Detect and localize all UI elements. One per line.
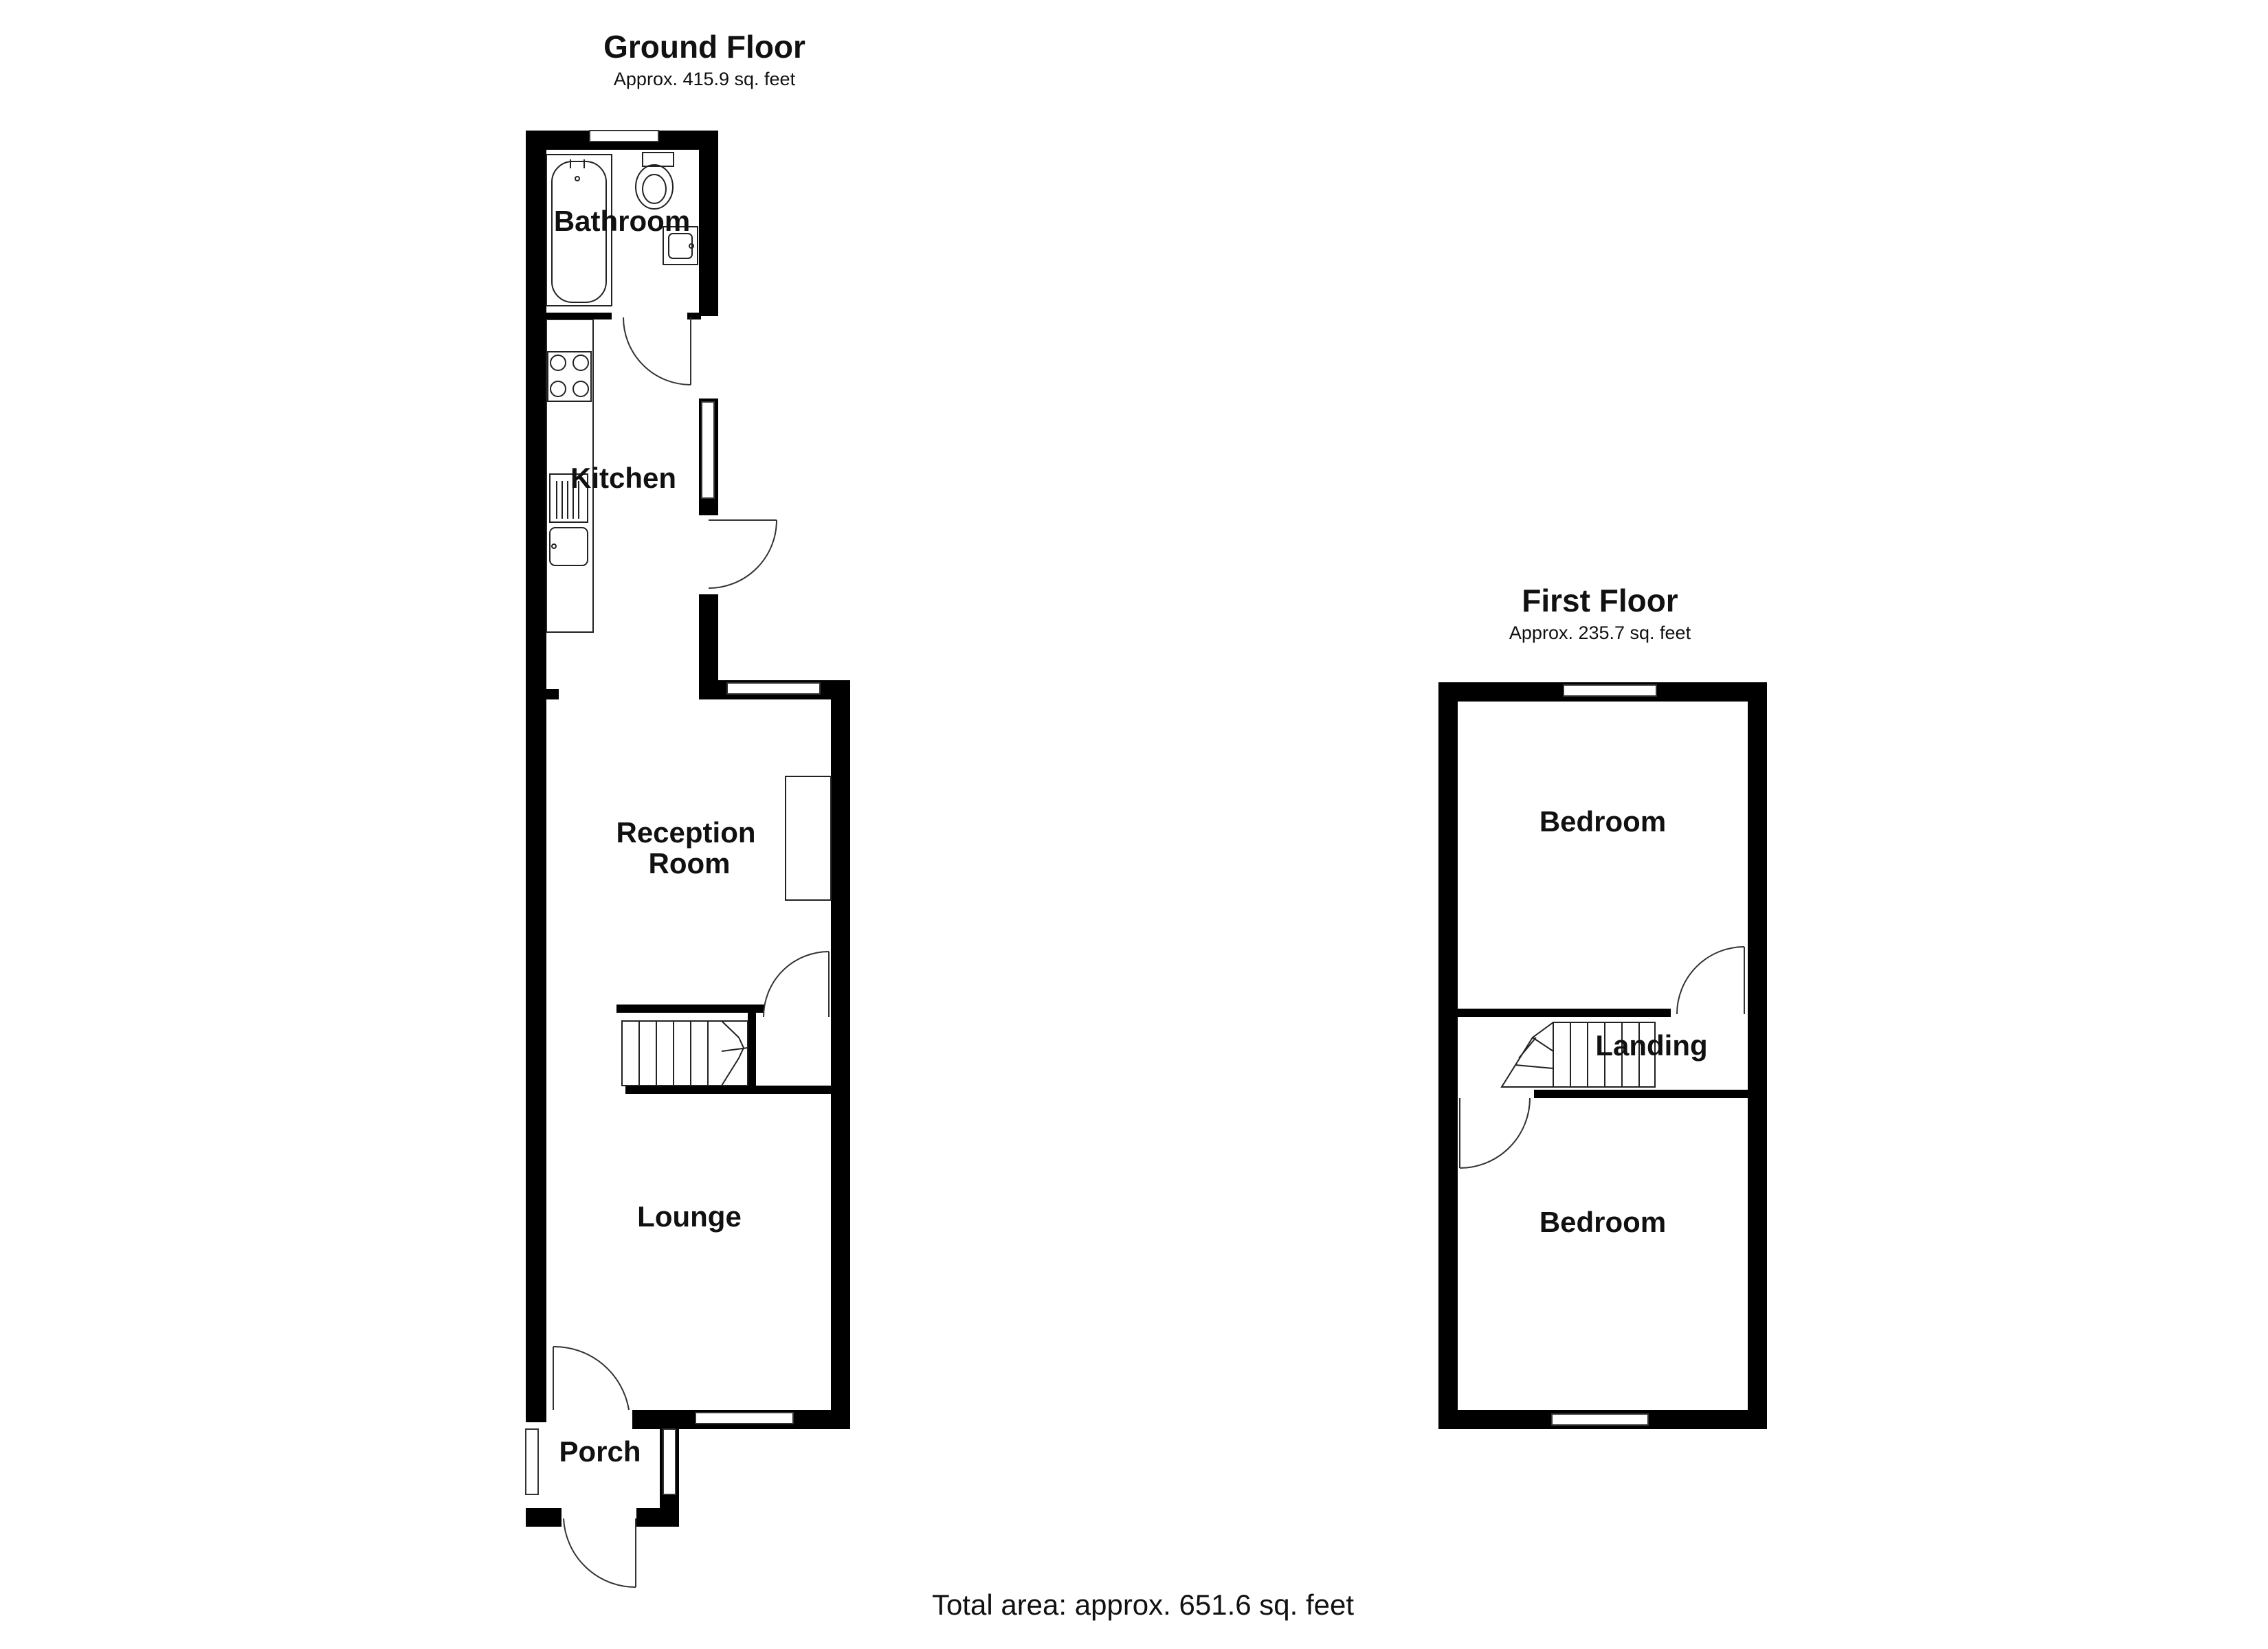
first-floor-area: Approx. 235.7 sq. feet (1509, 622, 1691, 643)
staircase-first (1500, 1022, 1656, 1088)
first-floor-title: First Floor (1522, 583, 1678, 618)
wall-left-outer (526, 131, 546, 1422)
room-label-reception-line2: Room (649, 847, 731, 879)
wall-right-bathroom (699, 131, 718, 316)
window-kitchen (701, 401, 715, 499)
bath-tub-icon (546, 154, 612, 306)
ff-window-rear (1563, 684, 1657, 697)
window-bathroom (589, 130, 659, 142)
wall-stair-top (616, 1005, 764, 1013)
window-porch-right (663, 1428, 676, 1495)
ground-floor-title: Ground Floor (603, 29, 805, 65)
door-reception (763, 951, 830, 1018)
wall-stub-reception (546, 689, 559, 699)
door-porch-inner (553, 1345, 630, 1411)
kitchen-worktop (546, 319, 594, 633)
ff-wall-left (1438, 682, 1458, 1429)
window-porch-left (525, 1428, 539, 1495)
window-reception (726, 682, 821, 695)
first-floor-plan: First Floor Approx. 235.7 sq. feet (1438, 583, 1767, 1429)
ff-window-front (1551, 1413, 1649, 1426)
room-label-reception-line1: Reception (616, 816, 755, 849)
room-label-bedroom-front: Bedroom (1539, 1206, 1666, 1238)
door-porch-outer (563, 1518, 636, 1589)
wall-porch-bottom-left (526, 1508, 562, 1527)
door-bathroom (623, 317, 691, 385)
ff-door-bedroom-front (1459, 1097, 1531, 1169)
wall-bathroom-kitchen-right (687, 313, 701, 319)
ff-wall-landing-bedroom (1534, 1090, 1748, 1098)
room-label-porch: Porch (559, 1435, 641, 1468)
room-label-bedroom-rear: Bedroom (1539, 805, 1666, 838)
sink-icon (549, 473, 588, 566)
wall-bathroom-kitchen (546, 313, 612, 319)
total-area: Total area: approx. 651.6 sq. feet (932, 1589, 1354, 1621)
staircase-ground (621, 1020, 748, 1086)
ground-floor-area: Approx. 415.9 sq. feet (614, 69, 796, 89)
wall-porch-bottom-right (636, 1508, 679, 1527)
room-label-lounge: Lounge (637, 1200, 742, 1233)
wall-stair-side (748, 1005, 756, 1094)
chimney-breast (785, 776, 832, 901)
ff-wall-right (1748, 682, 1767, 1429)
hob-icon (547, 351, 592, 402)
door-kitchen-back (708, 519, 777, 589)
wall-stair-bottom (625, 1086, 832, 1094)
basin-icon (663, 226, 698, 265)
ff-wall-bedroom-landing (1458, 1009, 1671, 1017)
wall-right-main (831, 680, 850, 1429)
room-label-kitchen: Kitchen (570, 462, 676, 494)
toilet-icon (635, 152, 674, 210)
room-label-landing: Landing (1595, 1029, 1707, 1062)
room-label-bathroom: Bathroom (554, 205, 690, 237)
ground-floor-plan: Ground Floor Approx. 415.9 sq. feet (525, 29, 850, 1589)
ff-door-bedroom-rear (1676, 946, 1745, 1015)
window-lounge (695, 1412, 794, 1424)
